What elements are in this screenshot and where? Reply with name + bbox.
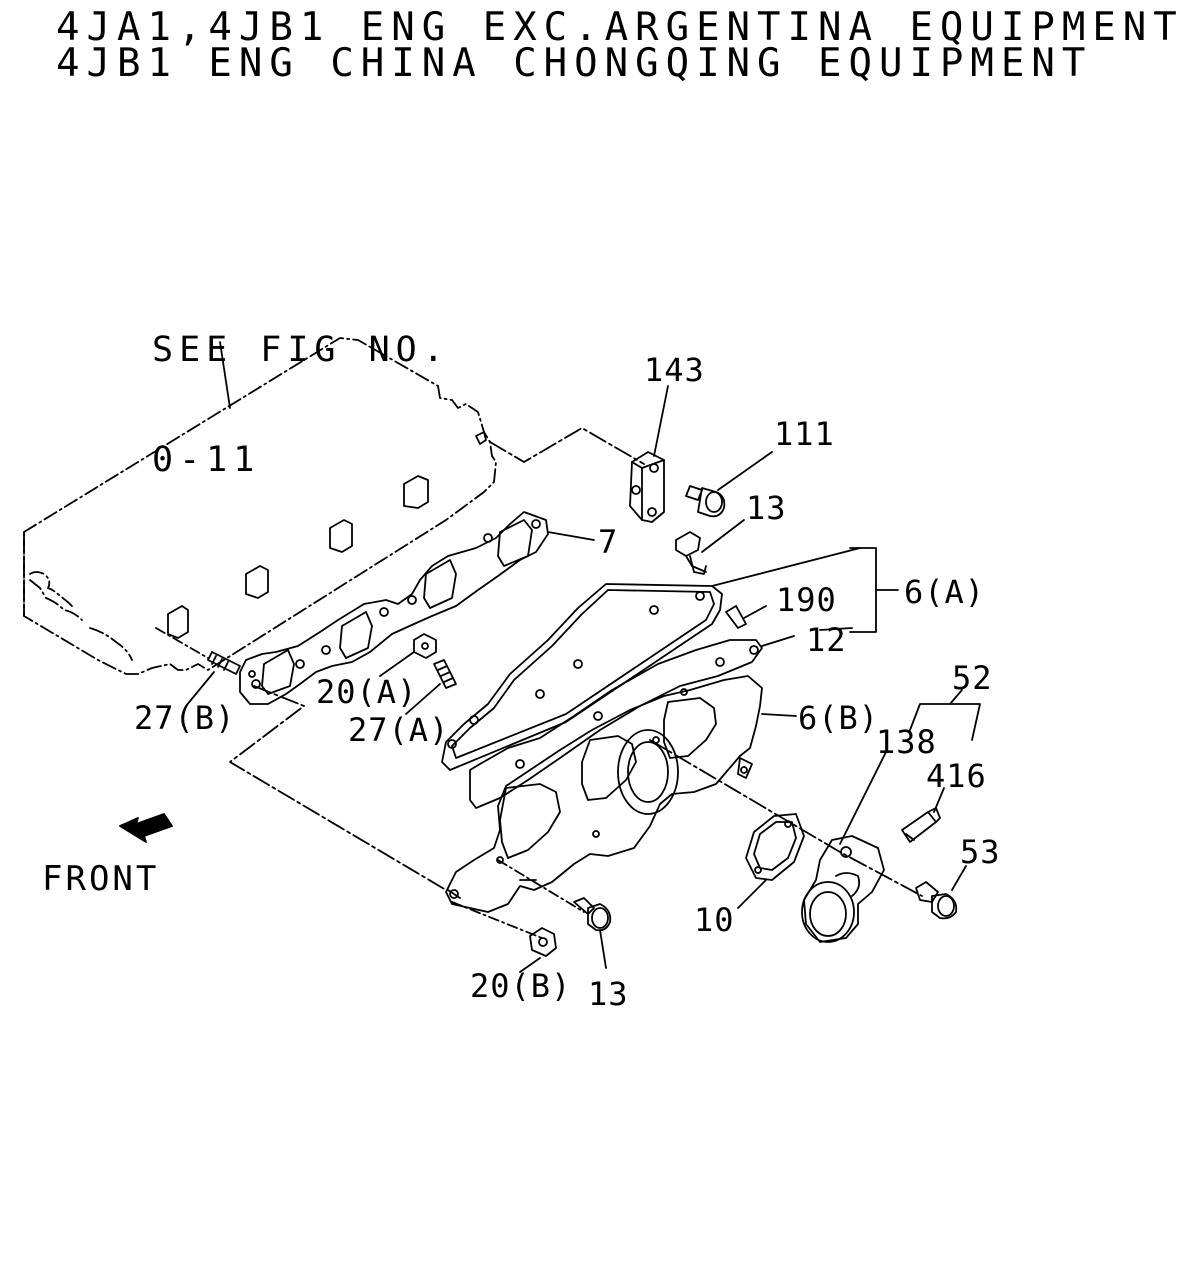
outlet-centerline	[650, 740, 922, 896]
see-figure-reference: SEE FIG NO. 0-11	[152, 258, 450, 552]
bolt-part-53	[916, 866, 966, 918]
stud-centerline-b	[156, 628, 208, 658]
diagram-title-line-2: 4JB1 ENG CHINA CHONGQING EQUIPMENT	[56, 41, 1093, 86]
front-direction-arrow	[120, 814, 172, 842]
callout-6b: 6(B)	[798, 699, 880, 737]
manifold-centerline	[230, 686, 446, 890]
callout-138: 138	[876, 723, 937, 761]
nut-part-20a	[380, 634, 436, 676]
outlet-elbow-part-138	[802, 752, 886, 942]
bolt-part-111	[686, 452, 772, 516]
exhaust-gasket-part-7	[240, 512, 594, 704]
stud-part-27b	[186, 652, 240, 706]
gasket-part-10	[738, 814, 804, 908]
bolt-part-13-top	[676, 520, 744, 574]
callout-27a: 27(A)	[348, 711, 450, 749]
see-figure-line-1: SEE FIG NO.	[152, 329, 450, 370]
diagram-title-line-1: 4JA1,4JB1 ENG EXC.ARGENTINA EQUIPMENT	[56, 5, 1184, 50]
callout-7: 7	[598, 523, 619, 561]
assembly-bracket-52	[910, 690, 980, 740]
reference-leader-line	[220, 342, 230, 408]
callout-190: 190	[776, 581, 837, 619]
callout-13-top: 13	[746, 489, 787, 527]
exploded-view-drawing	[0, 0, 1024, 1280]
callout-416: 416	[926, 757, 987, 795]
cylinder-head-ports	[168, 432, 486, 638]
cylinder-head-outline	[24, 338, 496, 674]
callout-27b: 27(B)	[134, 699, 236, 737]
bracket-centerline	[490, 428, 644, 464]
bolt-part-190	[726, 606, 766, 628]
callout-20b: 20(B)	[470, 967, 572, 1005]
front-label: FRONT	[42, 859, 160, 899]
gasket-part-12	[470, 636, 794, 808]
bracket-part-143	[630, 386, 668, 522]
callout-111: 111	[774, 415, 835, 453]
exhaust-manifold-part-6b	[446, 676, 796, 912]
plug-part-416	[902, 788, 944, 842]
callout-20a: 20(A)	[316, 673, 418, 711]
callout-53: 53	[960, 833, 1001, 871]
heat-shield-part-6a	[442, 548, 860, 770]
callout-6a: 6(A)	[904, 573, 986, 611]
callout-143: 143	[644, 351, 705, 389]
callout-12: 12	[806, 621, 847, 659]
callout-52: 52	[952, 659, 993, 697]
bolt-part-13-bottom	[574, 898, 610, 968]
callout-13-bottom: 13	[588, 975, 629, 1013]
nut-part-20b	[520, 928, 556, 972]
assembly-bracket-6a	[820, 548, 898, 632]
bolt-centerline-13	[498, 860, 584, 912]
callout-10: 10	[694, 901, 735, 939]
nut-centerline-20b	[452, 902, 542, 938]
see-figure-line-2: 0-11	[152, 439, 261, 480]
stud-part-27a	[406, 660, 456, 714]
